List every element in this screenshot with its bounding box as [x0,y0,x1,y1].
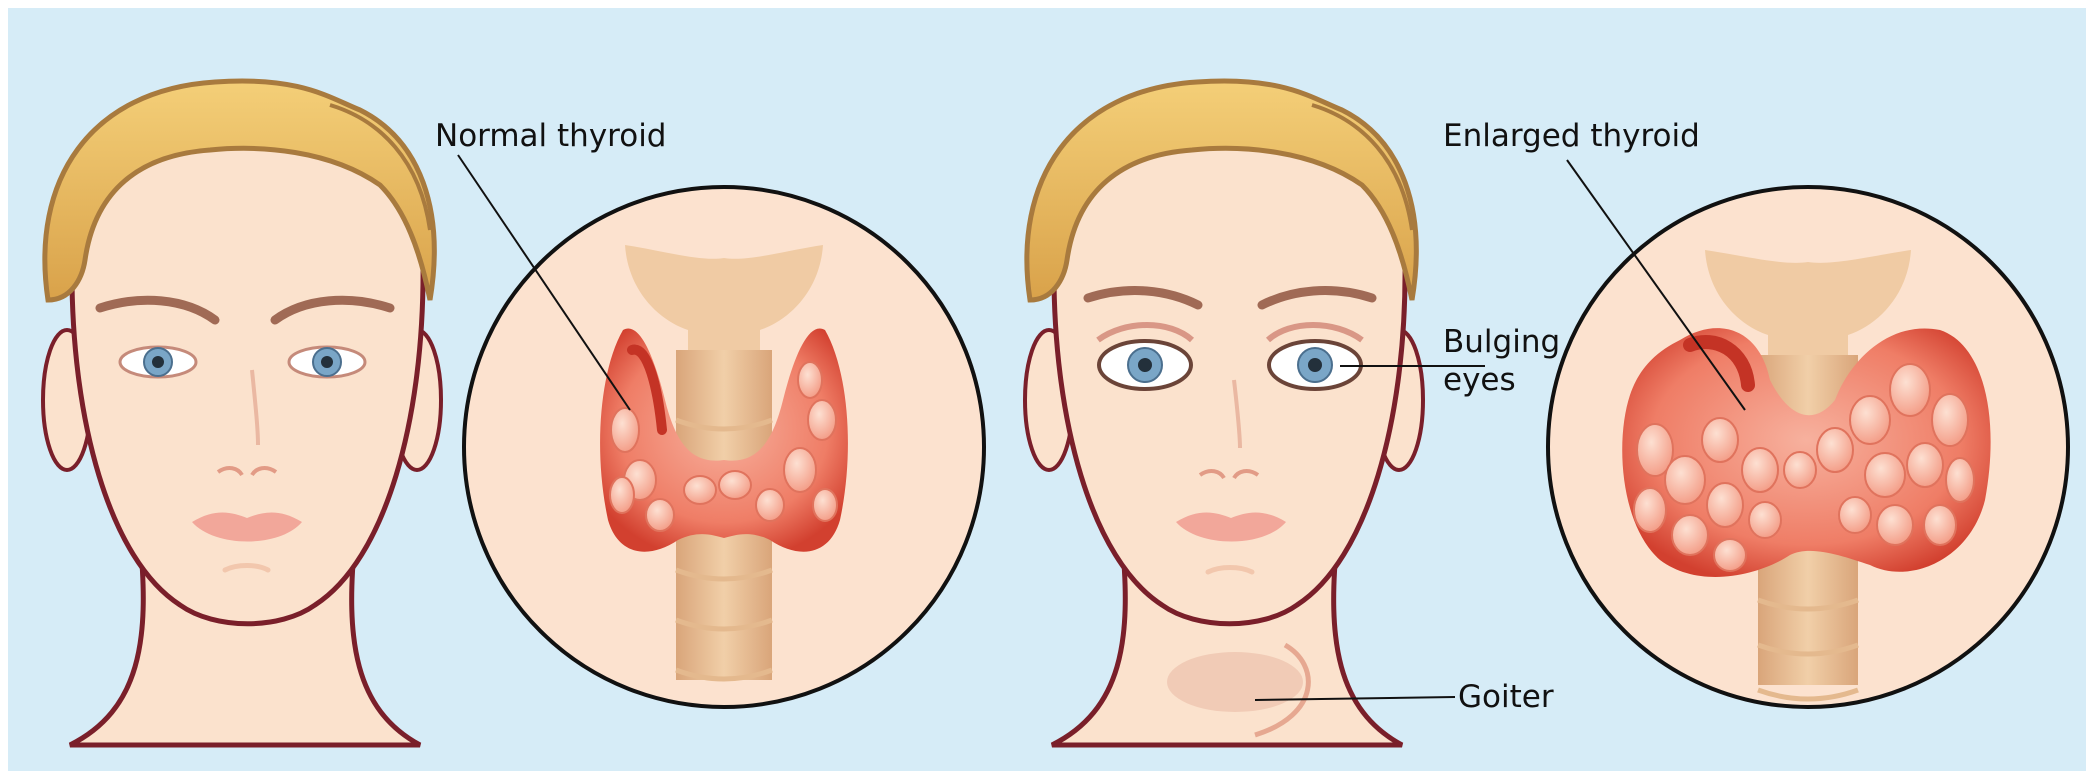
enlarged-thyroid-circle [1548,187,2068,707]
label-bulging-eyes-line1: Bulging [1443,324,1560,360]
label-bulging-eyes-line2: eyes [1443,362,1516,398]
goiter-swelling [1167,652,1303,712]
label-normal-thyroid: Normal thyroid [435,118,667,154]
normal-thyroid-circle [464,187,984,707]
label-enlarged-thyroid: Enlarged thyroid [1443,118,1700,154]
label-goiter: Goiter [1458,679,1554,715]
